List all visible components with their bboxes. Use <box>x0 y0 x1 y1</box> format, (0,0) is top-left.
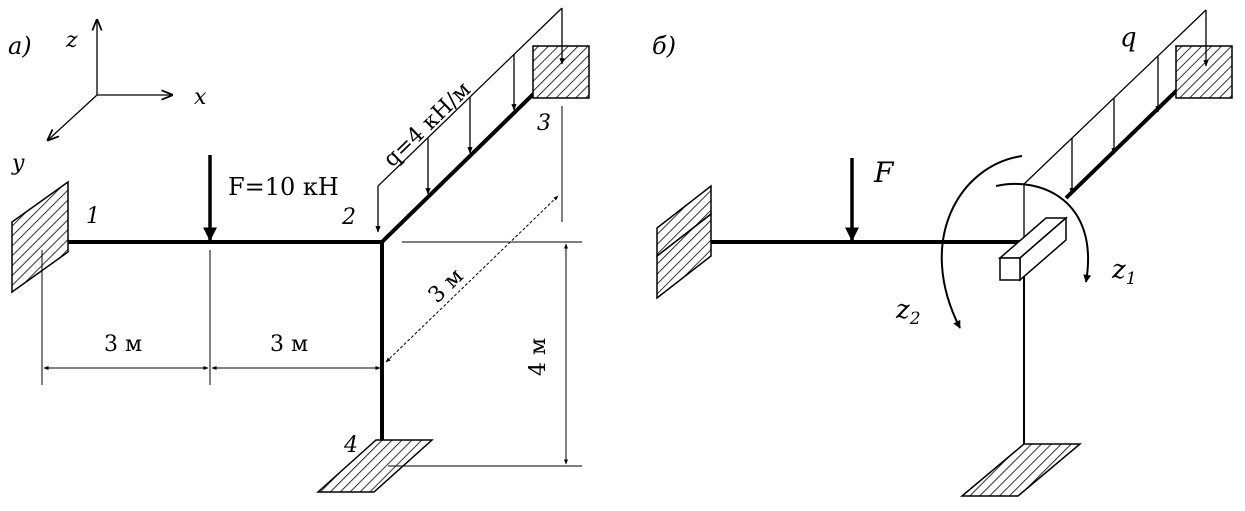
rotation-z2-arrow <box>940 155 1023 329</box>
x-axis-label: x <box>194 85 207 110</box>
force-f-label: F=10 кН <box>228 173 339 201</box>
left-fixed-support-upper <box>656 184 712 258</box>
dim-line-diagonal <box>385 195 559 363</box>
node-4-label: 4 <box>343 433 358 458</box>
load-envelope-line <box>1023 9 1207 185</box>
panel-b: б) F q <box>652 9 1233 497</box>
z-axis-label: z <box>65 28 78 53</box>
axis-triad: z x y <box>11 20 207 176</box>
panel-a: а) z x y F=10 кН <box>8 7 590 493</box>
dim-label-1: 3 м <box>104 332 142 357</box>
top-fixed-support <box>1175 45 1233 99</box>
top-fixed-support <box>532 45 590 99</box>
dim-label-2: 3 м <box>270 332 308 357</box>
dim-label-vertical: 4 м <box>526 338 551 376</box>
rotation-z1-arrow <box>995 182 1092 283</box>
z1-label: z1 <box>1111 255 1137 289</box>
panel-a-label: а) <box>8 32 32 60</box>
distributed-load-q: q <box>1023 9 1209 238</box>
node-3-label: 3 <box>537 111 551 136</box>
z2-label: z2 <box>895 295 921 329</box>
left-fixed-support <box>11 180 69 294</box>
bottom-fixed-support <box>959 443 1083 497</box>
load-q-label: q <box>1120 23 1137 53</box>
distributed-load-q: q=4 кН/м <box>375 7 565 233</box>
dimensions: 3 м 3 м 4 м 3 м <box>41 106 582 467</box>
panel-b-label: б) <box>652 32 676 60</box>
node-2-label: 2 <box>341 205 356 230</box>
bottom-fixed-support <box>316 439 434 493</box>
force-f-label: F <box>873 156 895 189</box>
joint-block <box>997 216 1069 282</box>
dim-label-diagonal: 3 м <box>424 264 469 308</box>
y-axis-arrow <box>48 94 98 140</box>
y-axis-label: y <box>11 151 25 176</box>
node-1-label: 1 <box>86 204 100 229</box>
